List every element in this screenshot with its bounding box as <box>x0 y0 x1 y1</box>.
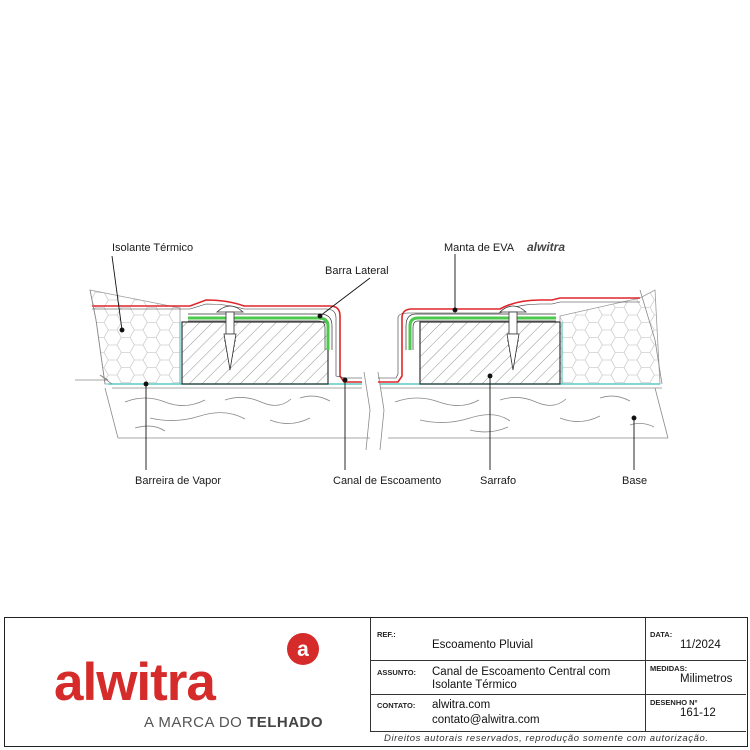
contato-site[interactable]: alwitra.com <box>432 699 491 711</box>
title-block <box>4 617 748 747</box>
label-isolante: Isolante Térmico <box>112 242 193 254</box>
assunto-line1: Canal de Escoamento Central com <box>432 666 611 678</box>
screw-left <box>215 305 245 371</box>
base-slab <box>75 371 669 451</box>
insulation-right <box>559 289 661 385</box>
logo-tagline-bold: TELHADO <box>247 714 323 731</box>
medidas-value: Milimetros <box>680 673 733 685</box>
leader-barra-lateral <box>319 277 371 317</box>
data-label: DATA: <box>650 630 673 639</box>
screw-right <box>498 305 528 371</box>
contato-email[interactable]: contato@alwitra.com <box>432 714 540 726</box>
logo-tagline-prefix: A MARCA DO <box>144 714 242 731</box>
data-value: 11/2024 <box>680 639 721 651</box>
label-manta-eva: Manta de EVA <box>444 242 515 254</box>
label-barra-lateral: Barra Lateral <box>325 265 389 277</box>
logo-badge-icon <box>287 633 319 665</box>
title-block-row-line-1 <box>370 660 746 661</box>
label-barreira: Barreira de Vapor <box>135 475 221 487</box>
ref-label: REF.: <box>377 630 396 639</box>
contato-label: CONTATO: <box>377 701 416 710</box>
lateral-bar-right-outline <box>405 313 556 350</box>
ref-value: Escoamento Pluvial <box>432 639 533 651</box>
batten-left <box>181 321 329 385</box>
title-block-divider-logo <box>370 618 371 732</box>
title-block-divider-right <box>645 618 646 732</box>
logo-wordmark: alwitra <box>54 653 216 712</box>
eva-membrane-inner <box>92 301 640 379</box>
logo-badge-letter: a <box>297 638 309 661</box>
title-block-row-line-3 <box>370 731 746 732</box>
leader-isolante <box>111 255 123 331</box>
label-sarrafo: Sarrafo <box>480 475 516 487</box>
insulation-left <box>89 289 181 385</box>
lateral-bar-left <box>188 316 330 350</box>
lateral-bar-right <box>408 316 556 350</box>
medidas-label: MEDIDAS: <box>650 664 688 673</box>
title-block-row-line-2 <box>370 694 746 695</box>
label-canal: Canal de Escoamento <box>333 475 441 487</box>
alwitra-logo: a alwitra A MARCA DO TELHADO <box>54 633 323 731</box>
roof-detail-drawing: Isolante Térmico Barra Lateral Manta de … <box>75 240 669 487</box>
label-manta-brand: alwitra <box>527 240 565 254</box>
desenho-value: 161-12 <box>680 707 716 719</box>
break-mark-left <box>89 289 106 385</box>
assunto-line2: Isolante Térmico <box>432 679 517 691</box>
label-base: Base <box>622 475 647 487</box>
rights-notice: Direitos autorais reservados, reprodução… <box>384 733 709 744</box>
break-mark-right <box>639 289 663 385</box>
desenho-label: DESENHO Nº <box>650 698 698 707</box>
logo-tagline: A MARCA DO TELHADO <box>144 714 323 731</box>
assunto-label: ASSUNTO: <box>377 668 417 677</box>
